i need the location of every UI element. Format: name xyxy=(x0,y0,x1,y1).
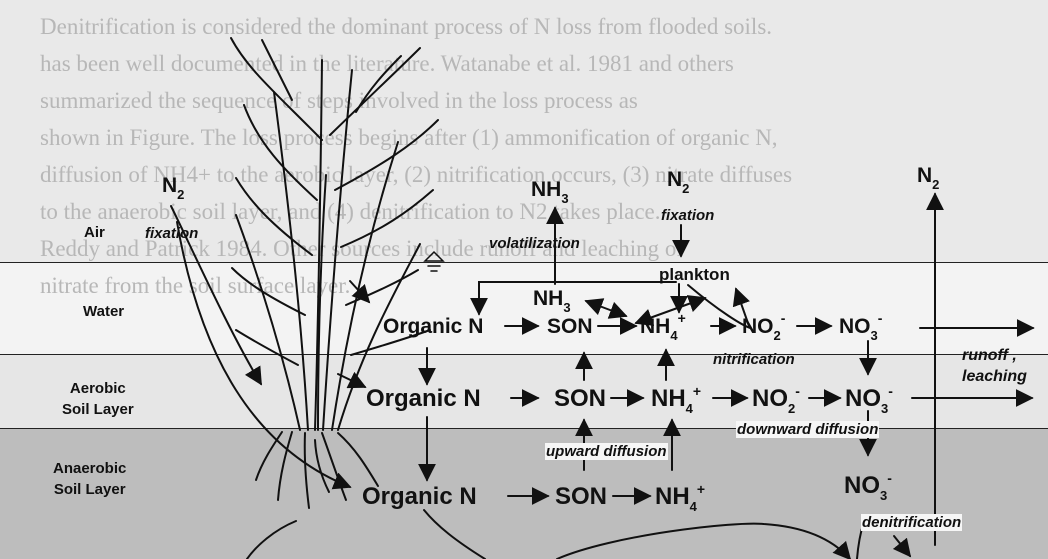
nh4-water: NH4+ xyxy=(640,315,686,339)
process-label-fixation-left: fixation xyxy=(145,225,198,242)
process-label-volatilization: volatilization xyxy=(489,235,580,252)
no2-aerobic: NO2- xyxy=(752,385,800,413)
layer-label-aerobic: Aerobic Soil Layer xyxy=(62,378,134,420)
nh4-anaerobic: NH4+ xyxy=(655,483,705,511)
process-label-upward-diffusion: upward diffusion xyxy=(545,443,668,460)
process-label-downward-diffusion: downward diffusion xyxy=(736,421,879,438)
layer-label-anaerobic: Anaerobic Soil Layer xyxy=(53,458,126,500)
plankton-node: plankton xyxy=(659,265,730,285)
no3-water: NO3- xyxy=(839,315,882,339)
organic-n-water: Organic N xyxy=(383,315,483,339)
n2-fixation-source-left: N2 xyxy=(162,174,184,198)
nh3-atmosphere: NH3 xyxy=(531,178,569,202)
organic-n-anaerobic: Organic N xyxy=(362,483,477,511)
n2-fixation-source-center: N2 xyxy=(667,168,689,192)
process-label-denitrification: denitrification xyxy=(861,514,962,531)
layer-label-air: Air xyxy=(84,224,105,241)
son-anaerobic: SON xyxy=(555,483,607,511)
no3-aerobic: NO3- xyxy=(845,385,893,413)
process-label-fixation-center: fixation xyxy=(661,207,714,224)
nh4-aerobic: NH4+ xyxy=(651,385,701,413)
process-label-nitrification: nitrification xyxy=(713,351,795,368)
organic-n-aerobic: Organic N xyxy=(366,385,481,413)
son-aerobic: SON xyxy=(554,385,606,413)
nh3-water: NH3 xyxy=(533,287,571,311)
son-water: SON xyxy=(547,315,593,339)
n2-loss-sink: N2 xyxy=(917,164,939,188)
no3-anaerobic: NO3- xyxy=(844,472,892,500)
process-label-runoff-leaching: runoff , leaching xyxy=(962,345,1027,387)
no2-water: NO2- xyxy=(742,315,785,339)
layer-label-water: Water xyxy=(83,303,124,320)
